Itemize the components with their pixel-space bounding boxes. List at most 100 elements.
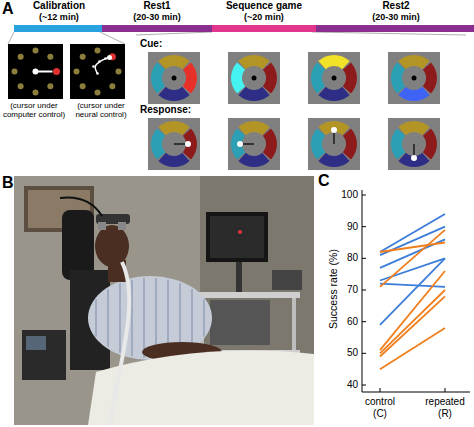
participant-line [380, 230, 445, 287]
target-dot-idle [95, 90, 101, 96]
screen-background [308, 118, 360, 170]
target-quadrant [263, 128, 277, 159]
target-dot-idle [74, 69, 80, 75]
target-quadrant [318, 55, 349, 69]
cursor-dot [185, 141, 191, 147]
row-label: Response: [140, 104, 210, 116]
center-dot [172, 76, 177, 81]
participant-line [380, 214, 445, 252]
panel-letter: C [318, 172, 334, 190]
target-dot-idle [18, 54, 24, 60]
target-quadrant [318, 153, 349, 167]
screen-background [8, 44, 63, 99]
y-axis [362, 190, 363, 392]
phase-name: Sequence game [212, 0, 316, 12]
x-tick [380, 388, 381, 392]
timeline-segment: Sequence game(~20 min) [212, 0, 316, 32]
y-tick [362, 353, 366, 354]
cursor-dot [33, 69, 39, 75]
y-tick [362, 290, 366, 291]
response-screen [148, 118, 200, 170]
target-dot-idle [33, 90, 39, 96]
phase-bar [14, 25, 104, 32]
chair-controller [22, 330, 66, 380]
screen-cursor [238, 230, 242, 234]
x-tick [445, 388, 446, 392]
timeline-segment: Rest2(20-30 min) [316, 0, 474, 32]
head [95, 225, 129, 267]
participant-line [380, 296, 445, 356]
target-quadrant [311, 128, 325, 159]
target-dot [53, 68, 60, 75]
target-dot-idle [33, 48, 39, 54]
screen-background [388, 118, 440, 170]
leader-line [8, 32, 14, 44]
target-dot-idle [80, 83, 86, 89]
target-quadrant [423, 128, 437, 159]
screen-background [148, 52, 200, 104]
trail-dot [104, 57, 107, 60]
target-quadrant [231, 62, 245, 93]
x-axis [362, 392, 470, 393]
cursor-dot [331, 127, 337, 133]
target-quadrant [343, 128, 357, 159]
response-screen [388, 118, 440, 170]
shirt-stripe [120, 283, 121, 353]
screen-background [70, 44, 125, 99]
participant-line [380, 243, 445, 253]
axis-title: Success rate (%) [327, 214, 339, 364]
y-tick [362, 321, 366, 322]
cursor-dot [237, 141, 243, 147]
tick-label: 100 [327, 189, 358, 201]
screen-background [228, 52, 280, 104]
y-tick [362, 385, 366, 386]
headrest [62, 210, 94, 280]
target-dot-idle [12, 69, 18, 75]
monitor-screen [210, 216, 264, 258]
panel-letter: B [2, 174, 18, 192]
cursor-dot [107, 55, 112, 60]
figure-caption: (cursor under neural control) [67, 101, 135, 119]
response-screen [228, 118, 280, 170]
target-quadrant [311, 62, 325, 93]
phase-duration: (20-30 min) [102, 12, 212, 23]
trail-dot [98, 60, 101, 63]
target-quadrant [343, 62, 357, 93]
cue-screen [228, 52, 280, 104]
target-quadrant [238, 121, 269, 135]
monitor [206, 212, 268, 262]
participant-line [380, 328, 445, 369]
cue-screen [308, 52, 360, 104]
controller-screen [26, 336, 46, 350]
shirt-stripe [132, 280, 133, 356]
target-quadrant [151, 128, 165, 159]
photo [14, 176, 314, 425]
shirt-stripe [144, 278, 145, 358]
screen-background [388, 52, 440, 104]
target-quadrant [238, 153, 269, 167]
target-dot-idle [47, 83, 53, 89]
monitor-stand [236, 262, 242, 292]
shirt-stripe [96, 299, 97, 336]
phase-bar [212, 25, 316, 32]
target-quadrant [398, 87, 429, 101]
center-dot [412, 76, 417, 81]
timeline-segment: Rest1(20-30 min) [102, 0, 212, 32]
participant-line [380, 258, 445, 325]
tick-label: 40 [327, 379, 358, 391]
phase-name: Rest1 [102, 0, 212, 12]
target-dot-idle [18, 83, 24, 89]
breathing-tube [110, 262, 129, 425]
target-quadrant [263, 62, 277, 93]
center-dot [252, 76, 257, 81]
target-quadrant [238, 55, 269, 69]
shirt-stripe [192, 289, 193, 347]
phase-name: Rest2 [316, 0, 474, 12]
cue-screen [148, 52, 200, 104]
timeline-segment: Calibration(~12 min) [14, 0, 104, 32]
participant-line [380, 271, 445, 350]
response-screen [308, 118, 360, 170]
target-quadrant [398, 55, 429, 69]
y-tick [362, 258, 366, 259]
cursor-trail [95, 58, 109, 74]
